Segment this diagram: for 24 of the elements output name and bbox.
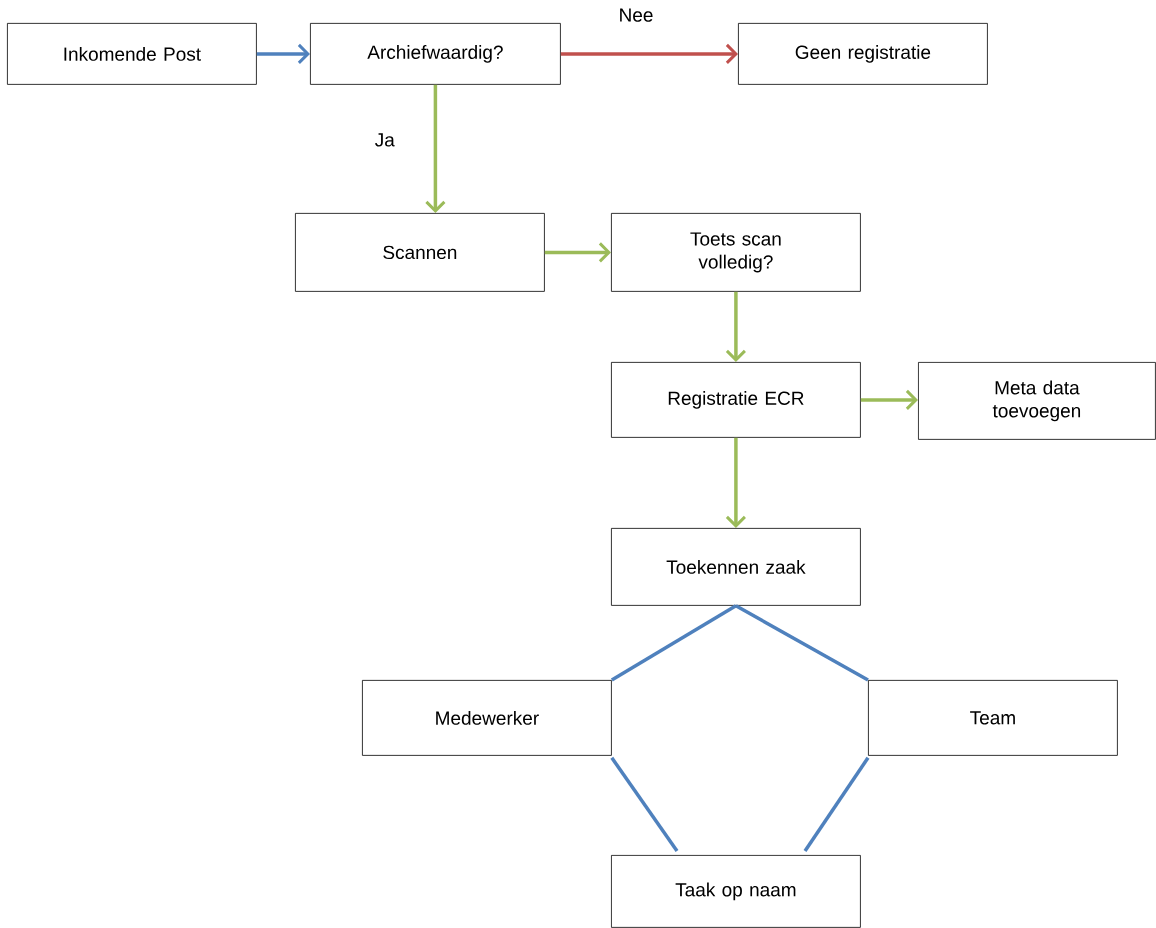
arrow <box>544 242 611 263</box>
process-box: Meta data toevoegen <box>918 362 1156 440</box>
arrow <box>256 43 310 64</box>
arrow <box>725 291 746 362</box>
arrow <box>560 43 738 64</box>
process-box: Taak op naam <box>611 855 861 928</box>
process-box: Inkomende Post <box>7 23 257 85</box>
process-box: Toekennen zaak <box>611 528 861 606</box>
process-box: Toets scan volledig? <box>611 213 861 292</box>
process-box: Archiefwaardig? <box>310 23 561 85</box>
arrow <box>860 389 918 410</box>
edge-label: Ja <box>372 131 397 149</box>
process-box: Medewerker <box>362 680 612 756</box>
arrow <box>425 84 446 213</box>
process-box: Registratie ECR <box>611 362 861 438</box>
process-box: Geen registratie <box>738 23 988 85</box>
connector-line <box>610 756 679 852</box>
connector-line <box>735 604 869 682</box>
arrow <box>725 437 746 528</box>
process-box: Team <box>868 680 1118 756</box>
edge-label: Nee <box>616 6 656 24</box>
connector-line <box>803 756 870 852</box>
process-box: Scannen <box>295 213 545 292</box>
connector-line <box>610 604 737 682</box>
